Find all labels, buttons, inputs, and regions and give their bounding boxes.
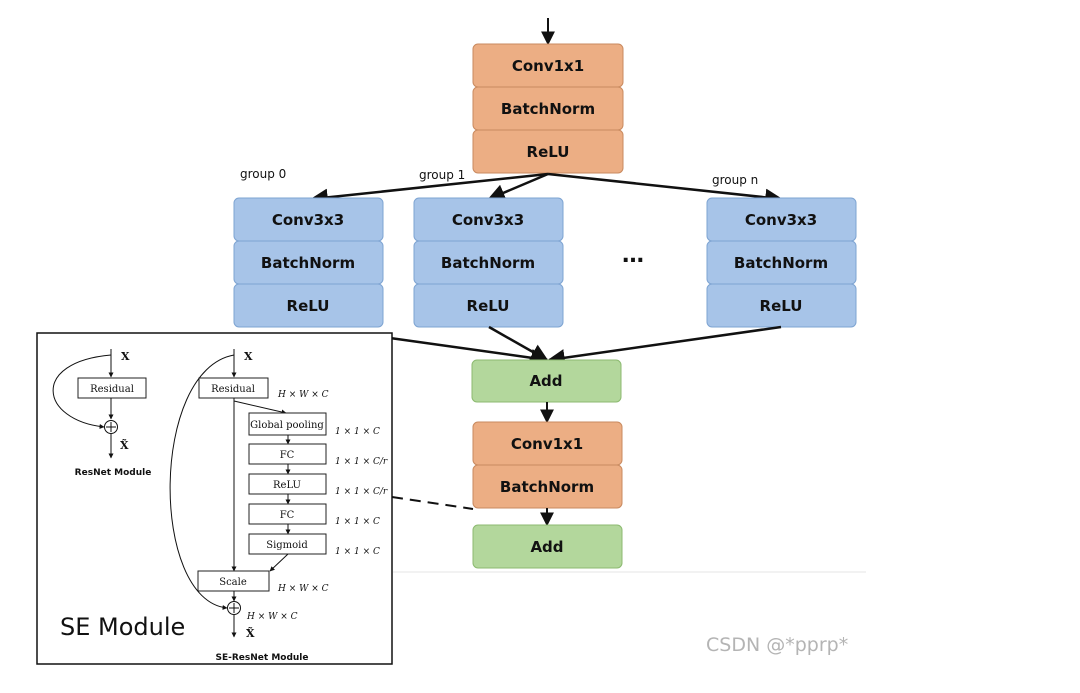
se-dim-sigmoid: 1 × 1 × C <box>335 547 380 557</box>
resnet-residual-label: Residual <box>90 384 134 395</box>
se-residual-label: Residual <box>211 384 255 395</box>
se-scale-label: Scale <box>219 577 247 588</box>
se-dim-pool: 1 × 1 × C <box>335 427 380 437</box>
add-block-2 <box>472 524 623 569</box>
group-n-stack: Conv3x3 BatchNorm ReLU <box>706 197 857 328</box>
group-0-conv3x3-label: Conv3x3 <box>272 211 344 229</box>
group-1-relu-block <box>413 283 564 328</box>
arrow-group-0-to-add <box>389 336 549 367</box>
group-n-relu-label: ReLU <box>760 297 803 315</box>
dashed-connector <box>391 496 474 510</box>
group-n-conv3x3-label: Conv3x3 <box>745 211 817 229</box>
top-relu-block <box>472 129 624 174</box>
resnet-input-x: X <box>121 350 130 363</box>
group-1-stack: Conv3x3 BatchNorm ReLU <box>413 197 564 328</box>
watermark: CSDN @*pprp* <box>706 634 848 656</box>
group-n-label: group n <box>712 173 758 187</box>
bottom-batchnorm-label: BatchNorm <box>500 478 594 496</box>
group-1-relu-label: ReLU <box>467 297 510 315</box>
bottom-conv1x1-label: Conv1x1 <box>511 435 583 453</box>
se-input-x: X <box>244 350 253 363</box>
top-relu-label: ReLU <box>527 143 570 161</box>
se-dim-residual: H × W × C <box>277 390 329 400</box>
se-sigmoid-label: Sigmoid <box>266 540 308 551</box>
group-n-relu-block <box>706 283 857 328</box>
se-resnet-module: X Residual H × W × C Global pooling 1 × … <box>169 349 388 663</box>
arrow-group-n-to-add <box>547 325 782 367</box>
se-skip-connection <box>169 354 235 611</box>
se-resnet-module-caption: SE-ResNet Module <box>215 653 308 663</box>
arrow-to-group-1 <box>487 172 549 201</box>
bottom-stack: Conv1x1 BatchNorm <box>472 421 623 509</box>
top-conv1x1-label: Conv1x1 <box>512 57 584 75</box>
se-dim-relu: 1 × 1 × C/r <box>335 487 388 497</box>
add-label-2: Add <box>530 538 563 556</box>
se-dim-sum: H × W × C <box>246 612 298 622</box>
group-1-batchnorm-label: BatchNorm <box>441 254 535 272</box>
groups-ellipsis: … <box>622 243 644 268</box>
group-0-label: group 0 <box>240 167 286 181</box>
resnet-residual-box <box>77 377 147 399</box>
group-1-label: group 1 <box>419 168 465 182</box>
top-batchnorm-label: BatchNorm <box>501 100 595 118</box>
resnet-module-caption: ResNet Module <box>75 468 152 478</box>
group-0-relu-block <box>233 283 384 328</box>
group-0-relu-label: ReLU <box>287 297 330 315</box>
arrow-to-group-n <box>547 172 783 207</box>
group-0-stack: Conv3x3 BatchNorm ReLU <box>233 197 384 328</box>
se-global-pooling-label: Global pooling <box>250 420 324 431</box>
group-1-conv3x3-label: Conv3x3 <box>452 211 524 229</box>
arrow-group-1-to-add <box>488 325 549 362</box>
se-module-title: SE Module <box>60 613 185 641</box>
se-fc1-label: FC <box>280 450 295 461</box>
arrow-to-group-0 <box>310 172 549 207</box>
se-dim-fc2: 1 × 1 × C <box>335 517 380 527</box>
se-relu-label: ReLU <box>273 480 301 491</box>
top-stack: Conv1x1 BatchNorm ReLU <box>472 43 624 174</box>
se-dim-scale: H × W × C <box>277 584 329 594</box>
resnet-output-x: X̃ <box>120 439 129 452</box>
group-0-batchnorm-label: BatchNorm <box>261 254 355 272</box>
se-dim-fc1: 1 × 1 × C/r <box>335 457 388 467</box>
add-label-1: Add <box>529 372 562 390</box>
se-fc2-label: FC <box>280 510 295 521</box>
resnet-skip-connection <box>52 354 112 429</box>
resnet-module: X Residual X̃ ResNet Module <box>52 349 152 478</box>
se-output-x: X̃ <box>246 627 255 640</box>
se-module-panel: X Residual X̃ ResNet Module X Residual H… <box>36 332 393 665</box>
group-n-batchnorm-label: BatchNorm <box>734 254 828 272</box>
